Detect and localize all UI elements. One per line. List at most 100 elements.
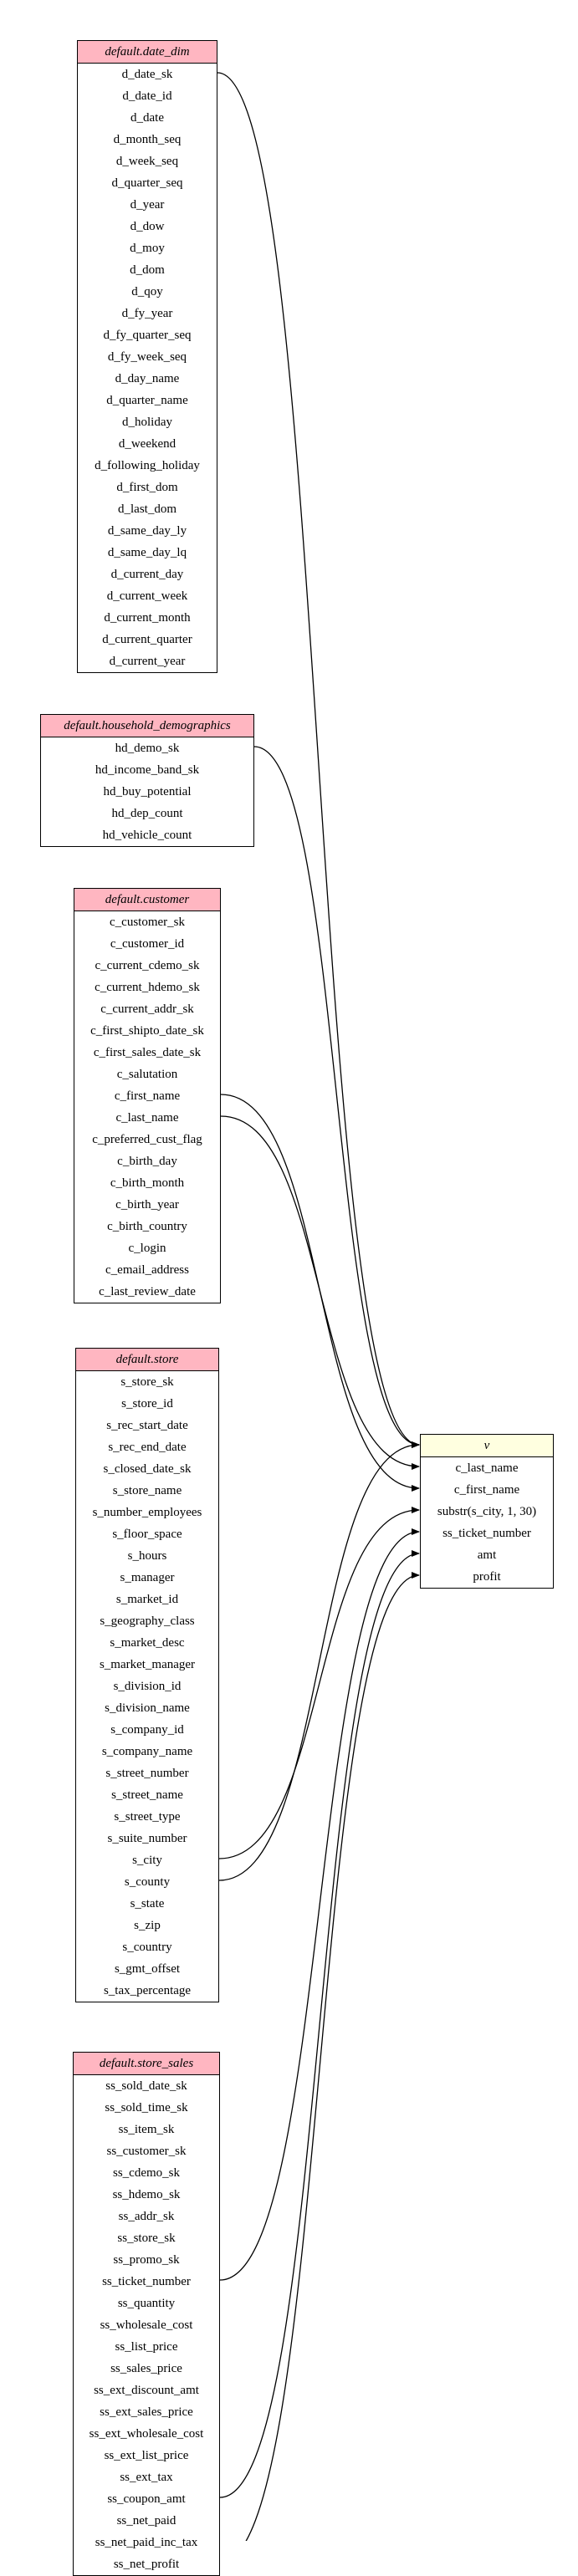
- edge-household-demographics-hd-demo-sk-to-header: [253, 746, 420, 1448]
- column-store-s-closed-date-sk: s_closed_date_sk: [103, 1462, 192, 1476]
- table-header-v: v: [421, 1435, 553, 1457]
- column-date-dim-d-fy-year: d_fy_year: [121, 307, 173, 320]
- column-store-sales-ss-wholesale-cost: ss_wholesale_cost: [100, 2318, 193, 2332]
- column-customer-c-first-name: c_first_name: [114, 1089, 181, 1103]
- column-store-s-division-name: s_division_name: [105, 1701, 190, 1715]
- column-store-sales-ss-hdemo-sk: ss_hdemo_sk: [112, 2188, 181, 2201]
- table-header-date-dim: default.date_dim: [78, 41, 217, 64]
- column-store-s-market-id: s_market_id: [115, 1593, 179, 1606]
- column-customer-c-birth-month: c_birth_month: [110, 1176, 185, 1190]
- column-date-dim-d-date-id: d_date_id: [122, 89, 172, 103]
- column-store-s-street-number: s_street_number: [105, 1767, 189, 1780]
- column-date-dim-d-dom: d_dom: [130, 263, 165, 277]
- column-store-s-store-id: s_store_id: [121, 1397, 173, 1410]
- column-store-s-number-employees: s_number_employees: [92, 1506, 202, 1519]
- column-customer-c-first-shipto-date-sk: c_first_shipto_date_sk: [90, 1024, 204, 1038]
- column-store-sales-ss-promo-sk: ss_promo_sk: [113, 2253, 180, 2267]
- column-customer-c-birth-year: c_birth_year: [115, 1198, 179, 1211]
- column-date-dim-d-current-month: d_current_month: [104, 611, 191, 625]
- column-store-s-market-manager: s_market_manager: [99, 1658, 196, 1671]
- column-customer-c-email-address: c_email_address: [105, 1263, 189, 1277]
- column-store-s-rec-start-date: s_rec_start_date: [106, 1419, 188, 1432]
- column-v-c-last-name: c_last_name: [455, 1461, 519, 1475]
- column-date-dim-d-month-seq: d_month_seq: [113, 133, 182, 146]
- column-date-dim-d-weekend: d_weekend: [118, 437, 176, 451]
- column-store-s-zip: s_zip: [134, 1919, 161, 1932]
- edge-store-sales-ss-ticket-number-to-ss-ticket-number: [219, 1528, 420, 2281]
- column-date-dim-d-quarter-name: d_quarter_name: [106, 394, 188, 407]
- column-date-dim-d-qoy: d_qoy: [131, 285, 163, 298]
- column-date-dim-d-current-week: d_current_week: [106, 589, 188, 603]
- column-date-dim-d-date: d_date: [130, 111, 164, 125]
- column-store-sales-ss-net-paid: ss_net_paid: [116, 2514, 176, 2528]
- column-store-sales-ss-sales-price: ss_sales_price: [110, 2362, 182, 2375]
- column-store-sales-ss-addr-sk: ss_addr_sk: [118, 2210, 175, 2223]
- column-date-dim-d-following-holiday: d_following_holiday: [95, 459, 200, 472]
- column-store-s-store-sk: s_store_sk: [120, 1375, 174, 1389]
- column-customer-c-last-name: c_last_name: [115, 1111, 179, 1125]
- column-date-dim-d-same-day-lq: d_same_day_lq: [107, 546, 187, 559]
- column-date-dim-d-week-seq: d_week_seq: [115, 155, 179, 168]
- column-store-sales-ss-item-sk: ss_item_sk: [118, 2123, 175, 2136]
- column-customer-c-login: c_login: [128, 1242, 166, 1255]
- column-household-demographics-hd-vehicle-count: hd_vehicle_count: [102, 829, 192, 842]
- edge-store-s-city-to-substr-s-city-1-30: [218, 1507, 420, 1859]
- column-store-sales-ss-store-sk: ss_store_sk: [117, 2232, 176, 2245]
- edge-store-sales-ss-coupon-amt-to-amt: [219, 1550, 420, 2498]
- column-store-s-state: s_state: [130, 1897, 165, 1910]
- edge-customer-c-first-name-to-c-first-name: [220, 1094, 420, 1492]
- column-store-s-city: s_city: [132, 1854, 162, 1867]
- edge-store-sales-ss-net-profit-to-profit: [245, 1572, 420, 2541]
- column-store-sales-ss-customer-sk: ss_customer_sk: [106, 2145, 187, 2158]
- column-store-s-division-id: s_division_id: [113, 1680, 182, 1693]
- column-store-s-rec-end-date: s_rec_end_date: [108, 1441, 187, 1454]
- table-header-household-demographics: default.household_demographics: [41, 715, 253, 737]
- column-v-c-first-name: c_first_name: [453, 1483, 520, 1497]
- column-store-sales-ss-ext-discount-amt: ss_ext_discount_amt: [94, 2384, 199, 2397]
- table-household-demographics: default.household_demographics hd_demo_sk…: [40, 714, 254, 847]
- column-date-dim-d-fy-week-seq: d_fy_week_seq: [107, 350, 187, 364]
- column-store-sales-ss-net-paid-inc-tax: ss_net_paid_inc_tax: [95, 2536, 198, 2549]
- column-date-dim-d-holiday: d_holiday: [122, 416, 172, 429]
- column-customer-c-birth-country: c_birth_country: [107, 1220, 187, 1233]
- column-date-dim-d-quarter-seq: d_quarter_seq: [111, 176, 183, 190]
- table-v: v c_last_name c_first_name substr(s_city, 1…: [420, 1434, 554, 1589]
- table-header-customer: default.customer: [74, 889, 220, 911]
- column-store-s-company-id: s_company_id: [110, 1723, 184, 1737]
- column-store-s-manager: s_manager: [120, 1571, 175, 1584]
- column-store-sales-ss-ext-tax: ss_ext_tax: [120, 2471, 173, 2484]
- column-date-dim-d-current-year: d_current_year: [109, 655, 186, 668]
- column-store-s-geography-class: s_geography_class: [100, 1614, 195, 1628]
- column-store-sales-ss-net-profit: ss_net_profit: [113, 2558, 180, 2571]
- column-date-dim-d-same-day-ly: d_same_day_ly: [107, 524, 187, 538]
- column-store-s-tax-percentage: s_tax_percentage: [103, 1984, 192, 1997]
- column-store-s-county: s_county: [124, 1875, 171, 1889]
- column-date-dim-d-year: d_year: [130, 198, 165, 212]
- column-customer-c-current-addr-sk: c_current_addr_sk: [100, 1002, 194, 1016]
- column-customer-c-birth-day: c_birth_day: [117, 1155, 177, 1168]
- column-store-s-store-name: s_store_name: [112, 1484, 182, 1497]
- column-store-s-market-desc: s_market_desc: [110, 1636, 185, 1650]
- column-customer-c-customer-id: c_customer_id: [110, 937, 185, 951]
- column-customer-c-salutation: c_salutation: [116, 1068, 178, 1081]
- column-household-demographics-hd-income-band-sk: hd_income_band_sk: [95, 763, 200, 777]
- column-store-sales-ss-ext-list-price: ss_ext_list_price: [104, 2449, 189, 2462]
- column-customer-c-current-hdemo-sk: c_current_hdemo_sk: [95, 981, 200, 994]
- edge-store-s-county-to-header: [218, 1441, 420, 1881]
- column-customer-c-preferred-cust-flag: c_preferred_cust_flag: [92, 1133, 202, 1146]
- column-date-dim-d-last-dom: d_last_dom: [118, 502, 176, 516]
- table-header-store: default.store: [76, 1349, 218, 1371]
- column-v-substr-s-city-1-30: substr(s_city, 1, 30): [437, 1505, 537, 1518]
- column-customer-c-last-review-date: c_last_review_date: [99, 1285, 196, 1298]
- column-v-profit: profit: [473, 1570, 501, 1584]
- column-store-sales-ss-ext-wholesale-cost: ss_ext_wholesale_cost: [89, 2427, 204, 2441]
- column-store-s-company-name: s_company_name: [101, 1745, 193, 1758]
- column-store-sales-ss-sold-time-sk: ss_sold_time_sk: [105, 2101, 188, 2114]
- column-household-demographics-hd-buy-potential: hd_buy_potential: [103, 785, 192, 798]
- column-date-dim-d-day-name: d_day_name: [115, 372, 180, 385]
- column-store-s-street-type: s_street_type: [114, 1810, 181, 1824]
- column-store-sales-ss-quantity: ss_quantity: [117, 2297, 176, 2310]
- column-household-demographics-hd-demo-sk: hd_demo_sk: [115, 742, 180, 755]
